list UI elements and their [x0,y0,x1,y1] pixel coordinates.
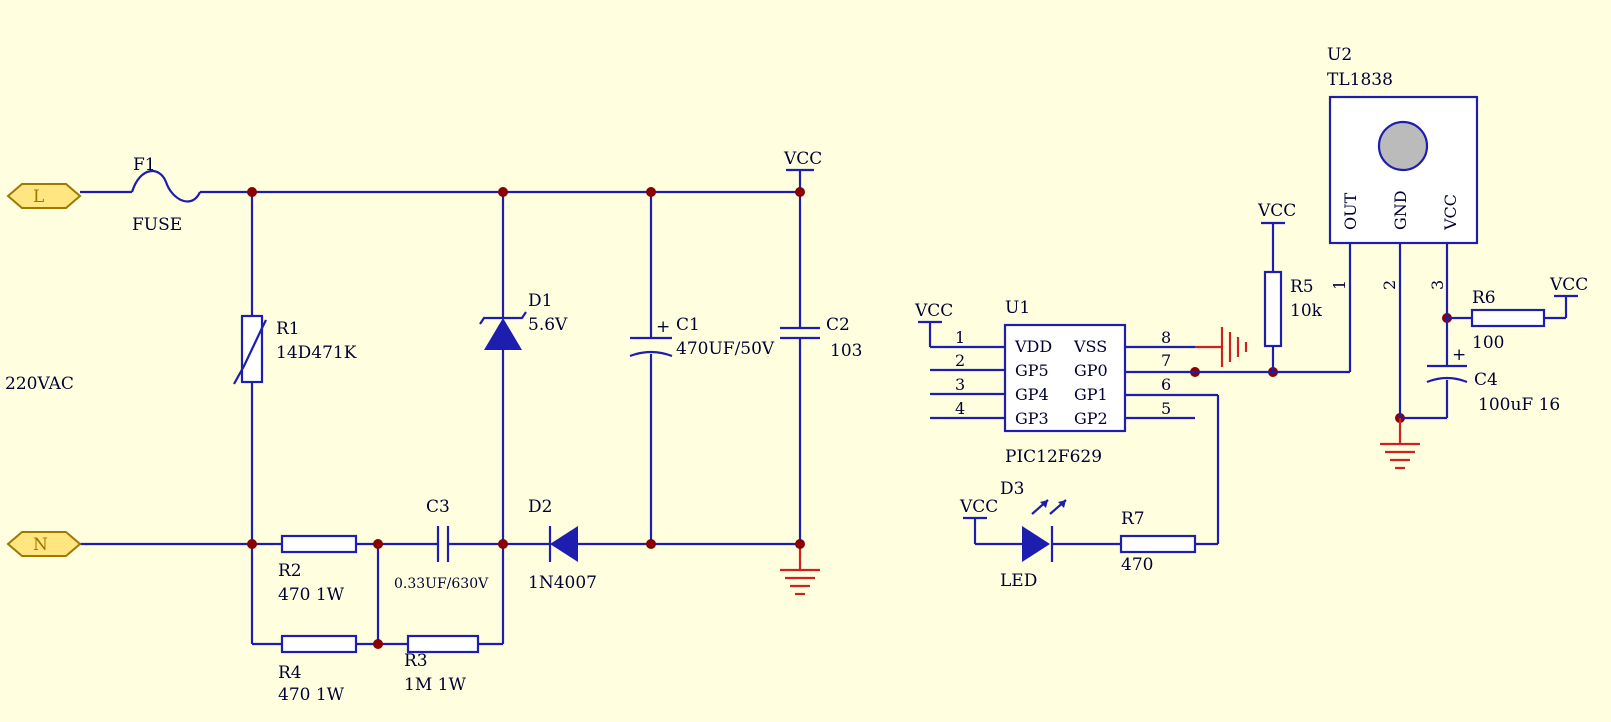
zener-diode-d1: D1 5.6V [479,291,568,350]
u1-pin1-name: VDD [1014,337,1052,356]
c4-ref: C4 [1474,370,1498,390]
u1-pin5-name: GP2 [1074,409,1108,428]
port-line: L [6,183,82,209]
d2-value: 1N4007 [528,573,597,593]
capacitor-c1: + C1 470UF/50V [629,315,775,359]
r3-value: 1M 1W [404,675,466,695]
vcc-label-led: VCC [959,497,998,517]
u2-pin1-num: 1 [1330,280,1349,290]
r4-value: 470 1W [278,685,345,705]
resistor-r2: R2 470 1W [278,534,358,605]
c2-value: 103 [830,341,862,361]
supply-voltage-label: 220VAC [5,374,74,394]
u2-ref: U2 [1327,45,1352,65]
port-neutral: N [6,531,82,557]
gp0-net: VCC [1195,201,1352,374]
resistor-r4: R4 470 1W [278,634,358,705]
resistor-r7: R7 470 [1119,509,1197,575]
vcc-label-r5: VCC [1257,201,1296,221]
u1-pin1-num: 1 [955,328,965,347]
fuse-f1: F1 FUSE [130,155,202,235]
c1-ref: C1 [676,315,700,335]
u1-pin5-num: 5 [1161,399,1171,418]
r2-ref: R2 [278,561,302,581]
diode-d2: D2 1N4007 [528,497,597,593]
u1-pin8-num: 8 [1161,328,1171,347]
u1-pin6-name: GP1 [1074,385,1108,404]
capacitor-c2: C2 103 [780,315,862,361]
d2-ref: D2 [528,497,552,517]
u2-pin-gnd-name: GND [1391,190,1410,230]
resistor-r3: R3 1M 1W [404,634,480,695]
c2-ref: C2 [826,315,850,335]
ic-u1: U1 PIC12F629 1 2 3 4 VDD GP5 GP4 GP3 VSS… [930,298,1218,467]
r2-value: 470 1W [278,585,345,605]
ir-receiver-u2: U2 TL1838 OUT GND VCC 1 2 3 [1327,45,1479,290]
r1-value: 14D471K [276,343,357,363]
port-neutral-label: N [33,535,48,555]
u1-pin6-num: 6 [1161,375,1171,394]
r5-value: 10k [1290,301,1323,321]
u1-pin2-name: GP5 [1015,361,1049,380]
r1-ref: R1 [276,319,300,339]
capacitor-c4: + C4 100uF 16 [1426,345,1560,415]
u2-pin-vcc-name: VCC [1441,194,1460,231]
u2-pin3-num: 3 [1428,280,1447,290]
resistor-r5: R5 10k [1263,270,1323,348]
vcc-u1: VCC [914,301,953,347]
c1-plus: + [656,317,670,337]
port-line-label: L [33,187,44,207]
vcc-label-main: VCC [783,149,822,169]
c3-ref: C3 [426,497,450,517]
u1-value: PIC12F629 [1005,447,1102,467]
u1-ref: U1 [1005,298,1030,318]
sensor-lens-icon [1377,120,1429,172]
u1-pin8-name: VSS [1073,337,1107,356]
c3-value: 0.33UF/630V [394,576,489,592]
c1-value: 470UF/50V [676,339,775,359]
resistor-r6: R6 100 [1470,288,1546,353]
u1-pin3-name: GP4 [1015,385,1049,404]
r4-ref: R4 [278,663,302,683]
led-d3: D3 LED [1000,479,1067,591]
r6-value: 100 [1472,333,1504,353]
gp1-led-net: VCC [959,395,1220,546]
u2-power-nets: VCC [1398,243,1588,444]
c4-plus: + [1452,345,1466,365]
ground-symbol-main [780,568,820,596]
r5-ref: R5 [1290,277,1314,297]
power-supply-wires [80,168,814,646]
vcc-label-u1: VCC [914,301,953,321]
ground-symbol-u1 [1195,327,1248,367]
r7-value: 470 [1121,555,1153,575]
r7-ref: R7 [1121,509,1145,529]
f1-ref: F1 [133,155,156,175]
f1-value: FUSE [132,215,182,235]
u1-pin4-name: GP3 [1015,409,1049,428]
d1-value: 5.6V [528,315,568,335]
c4-value: 100uF 16 [1478,395,1560,415]
d3-ref: D3 [1000,479,1024,499]
varistor-r1: R1 14D471K [233,314,357,385]
u2-pin2-num: 2 [1380,280,1399,290]
u1-pin7-num: 7 [1161,351,1171,370]
capacitor-c3: C3 0.33UF/630V [394,497,489,592]
r3-ref: R3 [404,651,428,671]
u1-pin3-num: 3 [955,375,965,394]
u1-pin2-num: 2 [955,351,965,370]
vcc-label-r6: VCC [1549,275,1588,295]
d1-ref: D1 [528,291,552,311]
u2-value: TL1838 [1327,70,1393,90]
u1-pin4-num: 4 [955,399,965,418]
u2-pin-out-name: OUT [1341,192,1360,230]
r6-ref: R6 [1472,288,1496,308]
d3-value: LED [1000,571,1037,591]
ground-symbol-u2 [1380,442,1420,470]
u1-pin7-name: GP0 [1074,361,1108,380]
